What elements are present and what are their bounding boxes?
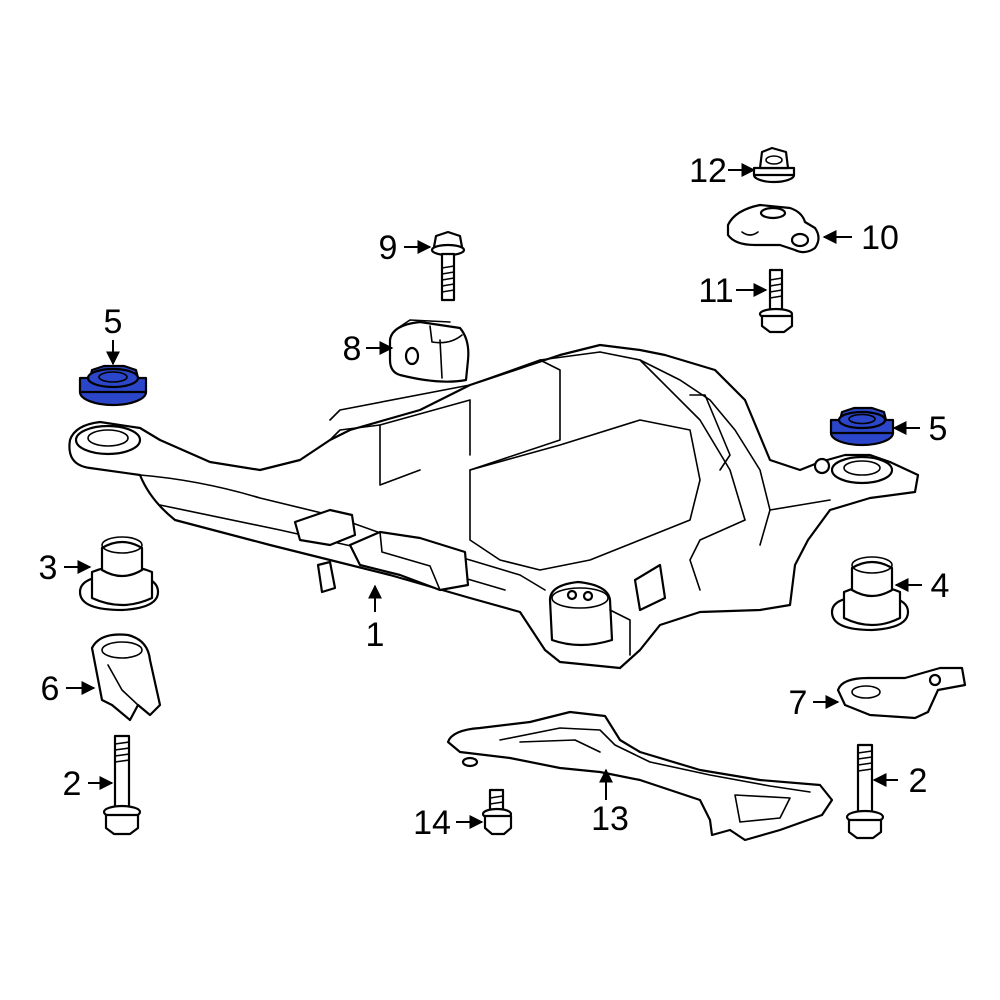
callout-1: 1 — [366, 616, 385, 654]
callout-12: 12 — [689, 152, 727, 190]
callout-7: 7 — [789, 684, 808, 722]
callout-2-right: 2 — [909, 762, 928, 800]
callout-11: 11 — [698, 272, 733, 310]
bracket-icon[interactable] — [726, 203, 820, 254]
callout-4: 4 — [931, 567, 950, 605]
callout-8: 8 — [343, 330, 362, 368]
callout-5-left: 5 — [104, 303, 123, 341]
bracket-icon[interactable] — [836, 666, 967, 720]
flange-bolt-icon[interactable] — [102, 734, 142, 836]
flange-nut-icon[interactable] — [78, 364, 148, 407]
bushing-icon[interactable] — [78, 536, 160, 612]
callout-10: 10 — [861, 219, 899, 257]
callout-3: 3 — [39, 549, 58, 587]
flange-bolt-icon[interactable] — [845, 743, 885, 840]
mount-block-icon[interactable] — [388, 319, 470, 383]
callout-14: 14 — [413, 804, 451, 842]
callout-6: 6 — [41, 670, 60, 708]
flange-nut-icon[interactable] — [829, 406, 895, 447]
callout-2-left: 2 — [63, 765, 82, 803]
bracket-icon[interactable] — [90, 633, 162, 722]
flange-bolt-icon[interactable] — [430, 230, 466, 302]
subframe-crossmember-icon[interactable] — [68, 343, 920, 670]
callout-5-right: 5 — [929, 410, 948, 448]
flange-nut-icon[interactable] — [752, 146, 796, 184]
brace-plate-icon[interactable] — [446, 710, 834, 842]
callout-13: 13 — [591, 800, 629, 838]
callout-9: 9 — [379, 229, 398, 267]
leader-lines — [64, 163, 922, 829]
flange-bolt-icon[interactable] — [758, 268, 794, 334]
bushing-icon[interactable] — [830, 556, 910, 632]
flange-bolt-icon[interactable] — [481, 788, 513, 836]
